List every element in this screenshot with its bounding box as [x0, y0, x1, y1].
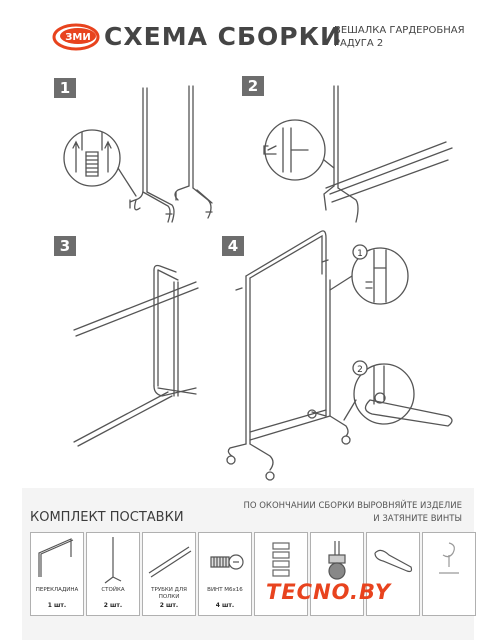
company-logo: ЗМИ: [52, 23, 100, 51]
crossbar-icon: [38, 538, 74, 577]
step3-shelf-tube-4: [77, 395, 173, 447]
product-name-line1: ВЕШАЛКА ГАРДЕРОБНАЯ: [334, 25, 465, 36]
step2-shelf-tube-1: [325, 141, 447, 189]
step3-shelf-tube-1: [73, 281, 197, 331]
step4-wheel-2: [265, 471, 275, 481]
step1-left-foot: [142, 191, 175, 223]
part-wheel: [310, 532, 364, 616]
part-foot: [366, 532, 420, 616]
callout-2-label: 2: [357, 365, 363, 375]
kit-title: КОМПЛЕКТ ПОСТАВКИ: [30, 510, 184, 525]
assembly-note: ПО ОКОНЧАНИИ СБОРКИ ВЫРОВНЯЙТЕ ИЗДЕЛИЕ И…: [243, 500, 462, 526]
header: ЗМИ СХЕМА СБОРКИ ВЕШАЛКА ГАРДЕРОБНАЯ РАД…: [0, 0, 496, 66]
screw-icon: [210, 554, 244, 570]
part-spacers: [254, 532, 308, 616]
part-shelf-tubes-qty: 2 шт.: [159, 602, 179, 609]
step2-detail-circle: [264, 119, 326, 181]
part-screw: ВИНТ М6х16 4 шт.: [198, 532, 252, 616]
step3-left-upright: [153, 269, 159, 387]
foot-icon: [374, 549, 413, 573]
step1-right-upright: [188, 85, 194, 189]
step4-crossbar: [245, 230, 327, 279]
callout-1-circle: [352, 244, 368, 260]
shelf-tubes-icon: [148, 546, 192, 578]
part-upright-name: СТОЙКА: [101, 587, 125, 593]
product-name: ВЕШАЛКА ГАРДЕРОБНАЯ РАДУГА 2: [334, 24, 465, 50]
step1-right-foot: [174, 185, 213, 219]
part-crossbar-qty: 1 шт.: [47, 602, 67, 609]
step4-wheel-1: [226, 455, 236, 465]
wheel-icon: [328, 541, 346, 580]
callout-1-label: 1: [357, 249, 363, 259]
part-shelf-tubes-name: ТРУБКИ ДЛЯ ПОЛКИ: [151, 587, 187, 600]
step4-shelf-rail-2: [249, 415, 331, 441]
step3-right-upright: [173, 281, 179, 397]
part-hook: [422, 532, 476, 616]
logo-text: ЗМИ: [65, 32, 90, 43]
part-crossbar: ПЕРЕКЛАДИНА 1 шт.: [30, 532, 84, 616]
step-1-badge: 1: [54, 78, 76, 98]
upright-icon: [104, 537, 122, 584]
part-crossbar-name: ПЕРЕКЛАДИНА: [35, 587, 79, 593]
step4-shelf-rail-1: [249, 409, 327, 433]
step3-shelf-tube-2: [75, 287, 199, 337]
kit-panel: ПО ОКОНЧАНИИ СБОРКИ ВЫРОВНЯЙТЕ ИЗДЕЛИЕ И…: [22, 488, 476, 640]
assembly-diagram: 1 2: [63, 85, 453, 481]
step3-shelf-tube-3: [73, 391, 169, 443]
step-4-drawing: 1 2: [226, 230, 453, 481]
assembly-note-line1: ПО ОКОНЧАНИИ СБОРКИ ВЫРОВНЯЙТЕ ИЗДЕЛИЕ: [243, 501, 462, 511]
step1-left-upright: [129, 87, 144, 203]
step2-upright: [333, 85, 339, 189]
step2-shelf-tube-3: [331, 159, 449, 203]
step-1-drawing: [63, 85, 213, 223]
step4-left-upright: [245, 275, 251, 445]
step1-detail-circle: [63, 129, 121, 187]
step-3-drawing: [73, 264, 199, 447]
step2-shelf-tube-2: [329, 147, 453, 195]
step1-arrow-up-icon: [72, 140, 80, 173]
step1-arrow-up-icon-2: [104, 140, 112, 173]
part-screw-qty: 4 шт.: [215, 602, 235, 609]
step-3-badge: 3: [54, 236, 76, 256]
spacers-icon: [272, 542, 290, 577]
part-shelf-tubes: ТРУБКИ ДЛЯ ПОЛКИ 2 шт.: [142, 532, 196, 616]
part-upright: СТОЙКА 2 шт.: [86, 532, 140, 616]
step4-wheel-4: [341, 435, 351, 445]
step-2-drawing: [263, 85, 453, 223]
step-4-badge: 4: [222, 236, 244, 256]
step2-screw-icon: [263, 145, 269, 155]
page-title: СХЕМА СБОРКИ: [104, 22, 342, 51]
step4-foot-detail: [364, 399, 453, 427]
step4-right-upright: [325, 275, 331, 417]
hook-icon: [439, 542, 459, 574]
step-2-badge: 2: [242, 76, 264, 96]
callout-2-circle: [352, 360, 368, 376]
step4-detail-2-circle: [353, 363, 415, 425]
product-name-line2: РАДУГА 2: [334, 38, 384, 49]
watermark-logo: TECNO.BY: [266, 580, 392, 604]
assembly-note-line2: И ЗАТЯНИТЕ ВИНТЫ: [373, 514, 462, 524]
part-screw-name: ВИНТ М6х16: [207, 587, 243, 593]
part-upright-qty: 2 шт.: [103, 602, 123, 609]
step4-wheel-3: [307, 409, 317, 419]
